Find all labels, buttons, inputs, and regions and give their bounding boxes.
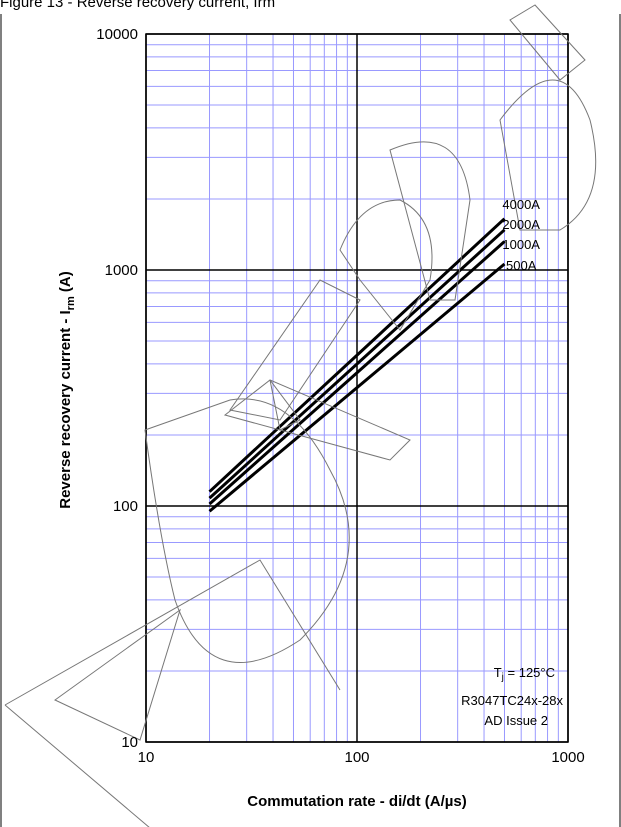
x-tick-labels: 10 100 1000 — [138, 749, 585, 766]
y-tick-label: 100 — [113, 498, 138, 515]
y-tick-labels: 10 100 1000 10000 — [96, 26, 138, 751]
series-label-4000a: 4000A — [502, 197, 540, 212]
series-line-500a — [208, 262, 506, 513]
series-line-2000a — [208, 228, 506, 500]
plot-frame — [145, 33, 569, 743]
series-labels: 4000A 2000A 1000A 500A — [502, 197, 540, 273]
watermark-logo — [4, 4, 597, 827]
x-tick-label: 100 — [344, 749, 369, 766]
grid — [145, 33, 569, 743]
issue-label: AD Issue 2 — [484, 713, 548, 728]
x-axis-label: Commutation rate - di/dt (A/µs) — [247, 793, 466, 810]
series-lines — [208, 217, 506, 513]
part-number-label: R3047TC24x-28x — [461, 693, 563, 708]
series-line-1000a — [208, 240, 506, 506]
series-line-4000a — [208, 217, 506, 493]
series-label-1000a: 1000A — [502, 237, 540, 252]
series-label-2000a: 2000A — [502, 217, 540, 232]
y-tick-label: 10000 — [96, 26, 138, 43]
x-tick-label: 10 — [138, 749, 155, 766]
series-label-500a: 500A — [506, 258, 537, 273]
y-tick-label: 1000 — [105, 262, 138, 279]
figure-caption: Figure 13 - Reverse recovery current, Ir… — [0, 0, 275, 11]
x-tick-label: 1000 — [551, 749, 584, 766]
junction-temperature-label: Tj = 125°C — [494, 665, 555, 683]
y-axis-label: Reverse recovery current - Irm (A) — [57, 271, 77, 509]
y-tick-label: 10 — [121, 734, 138, 751]
